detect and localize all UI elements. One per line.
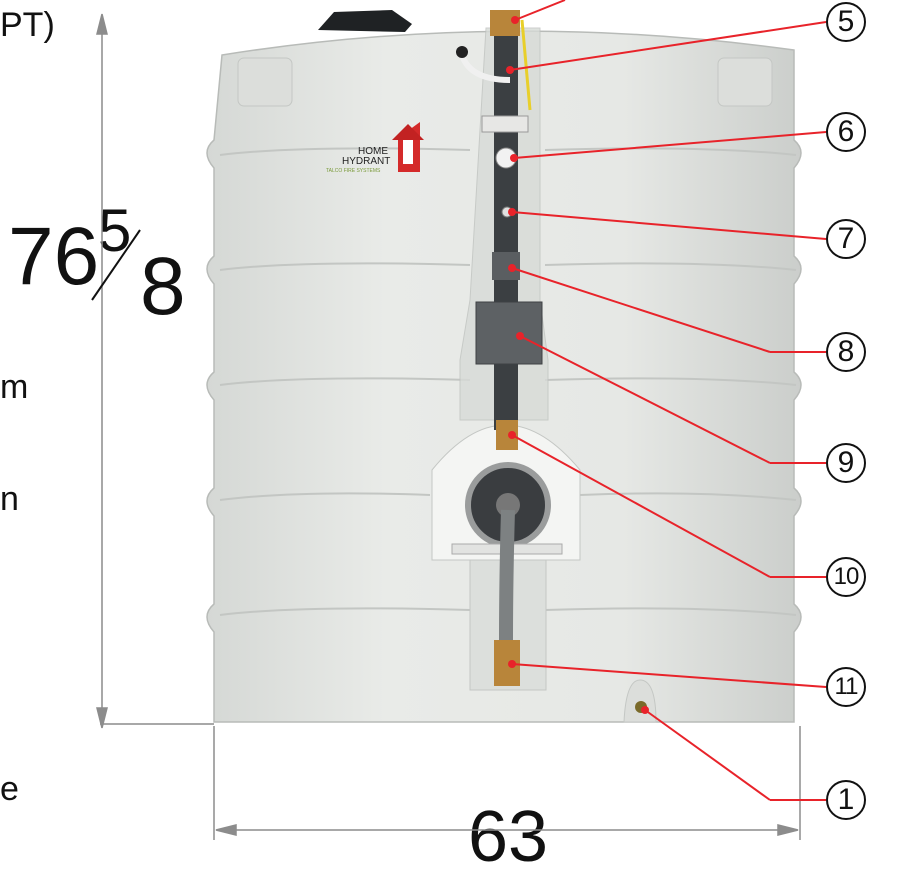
- logo-text-home: HOME: [358, 146, 388, 157]
- brass-valve: [496, 420, 518, 450]
- top-left-recess: [237, 57, 293, 107]
- height-dimension-line: [96, 13, 214, 729]
- float-switch-box: [492, 252, 520, 280]
- control-box: [475, 301, 543, 365]
- callout-5: 5: [826, 2, 866, 42]
- home-hydrant-logo: [392, 122, 424, 172]
- width-dimension: 63: [462, 796, 555, 878]
- tank-lid: [318, 10, 412, 32]
- height-dimension-numerator: 5: [98, 197, 132, 264]
- tank-corrugations: [219, 147, 797, 616]
- height-dimension-denominator: 8: [140, 241, 186, 332]
- left-text-top: PT): [0, 6, 55, 44]
- callout-11: 11: [826, 667, 866, 707]
- width-dimension-line: [213, 726, 801, 840]
- left-text-bottom: e: [0, 770, 19, 808]
- callout-8: 8: [826, 332, 866, 372]
- vertical-pipe: [494, 30, 518, 430]
- top-right-recess: [717, 57, 773, 107]
- logo-text-tagline: TALCO FIRE SYSTEMS: [326, 168, 381, 174]
- left-text-mid1: m: [0, 368, 29, 406]
- tube-fitting: [456, 46, 468, 58]
- callout-7: 7: [826, 219, 866, 259]
- callout-10: 10: [826, 557, 866, 597]
- callout-9: 9: [826, 443, 866, 483]
- outlet-valve: [494, 640, 520, 686]
- logo-text-hydrant: HYDRANT: [342, 156, 391, 167]
- leader-arrowheads: [506, 16, 649, 714]
- left-text-mid2: n: [0, 480, 19, 518]
- height-dimension-whole: 76: [8, 211, 100, 302]
- pipe-bracket: [481, 115, 529, 133]
- callout-6: 6: [826, 112, 866, 152]
- flex-hose: [499, 509, 515, 641]
- yellow-cable: [520, 19, 532, 111]
- fraction-slash: [91, 229, 141, 301]
- leader-lines: [509, 0, 827, 801]
- callout-1: 1: [826, 780, 866, 820]
- white-tube: [459, 53, 511, 83]
